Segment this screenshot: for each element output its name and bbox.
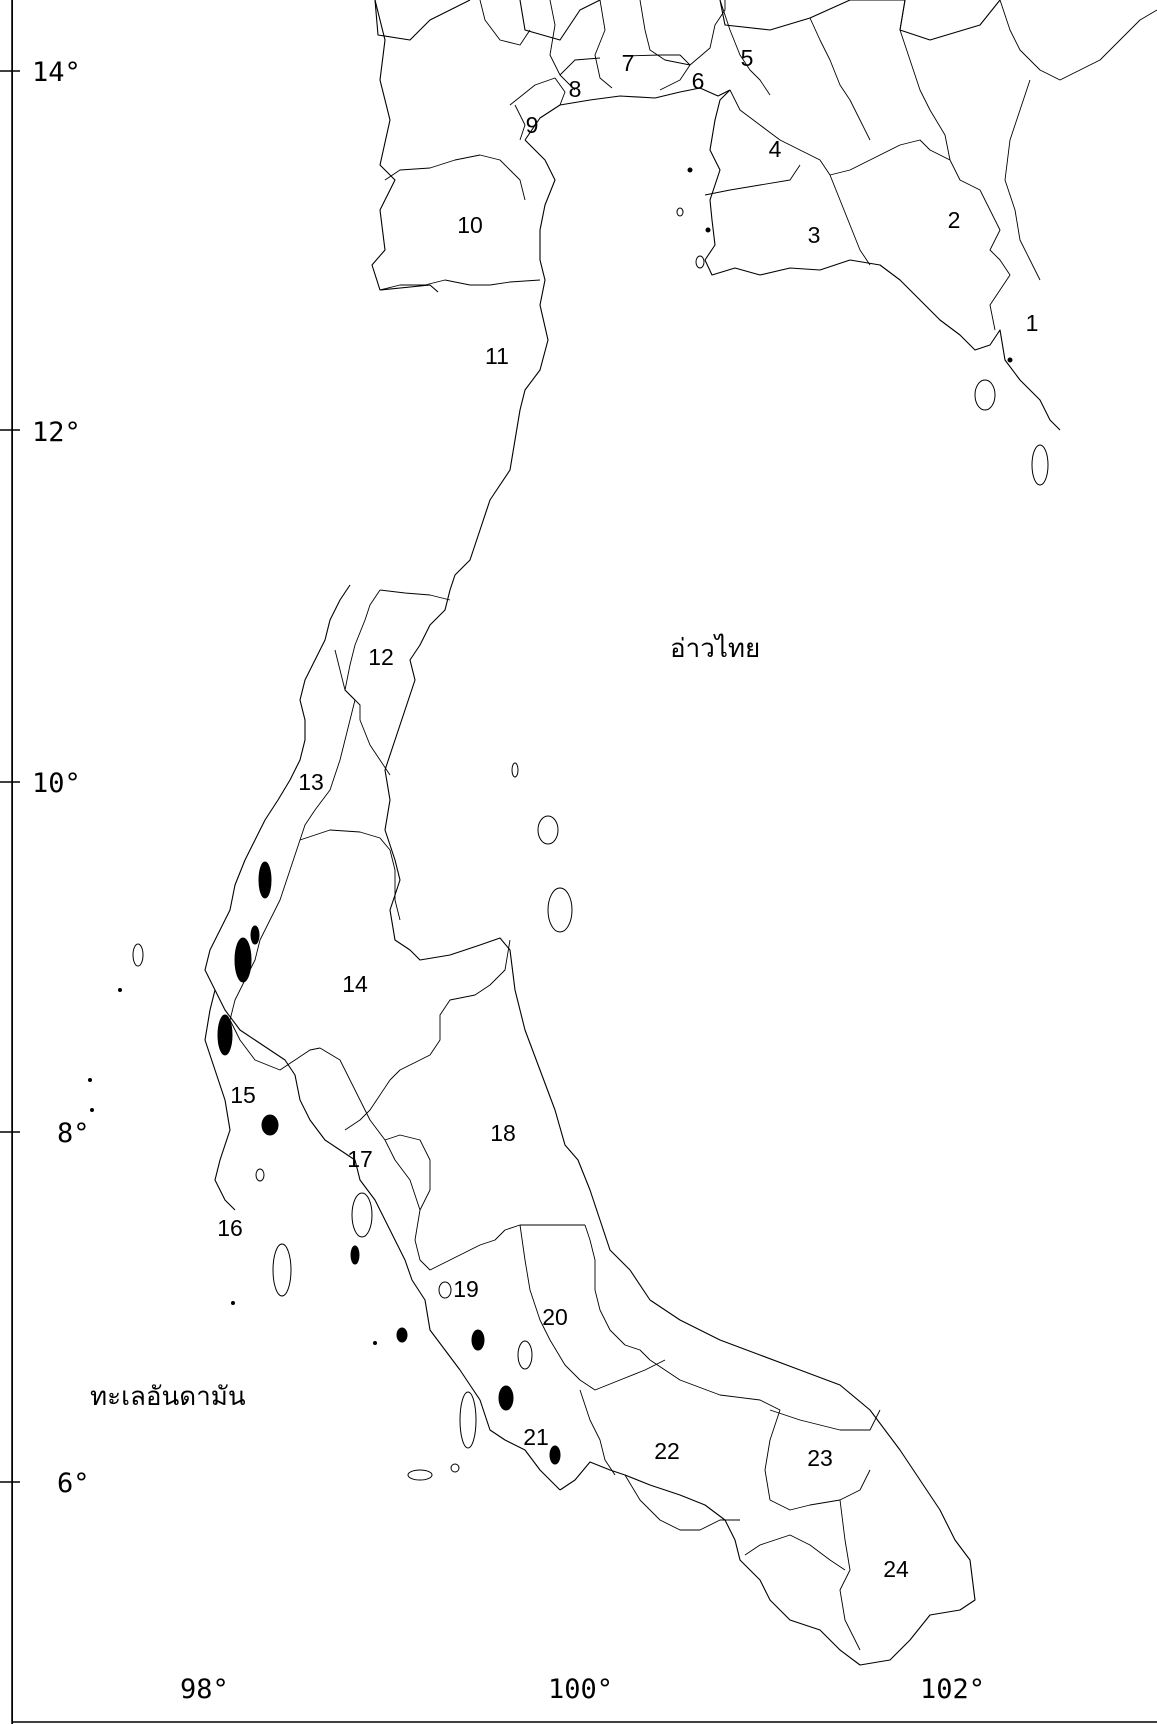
- province-label-6: 6: [692, 68, 705, 94]
- west-border-north: [371, 0, 439, 293]
- lat-label-10: 10°: [32, 768, 81, 799]
- lat-label-8: 8°: [57, 1118, 90, 1149]
- province-label-3: 3: [808, 222, 821, 248]
- province-label-7: 7: [622, 50, 635, 76]
- province-label-12: 12: [368, 644, 394, 670]
- province-label-18: 18: [490, 1120, 516, 1146]
- peninsula-west-coast: [204, 584, 461, 1371]
- province-label-11: 11: [485, 343, 509, 369]
- province-label-10: 10: [457, 212, 483, 238]
- southeast-coast: [559, 1299, 976, 1666]
- province-label-20: 20: [542, 1304, 568, 1330]
- province-label-4: 4: [769, 136, 782, 162]
- lat-label-6: 6°: [57, 1468, 90, 1499]
- lat-label-12: 12°: [32, 417, 81, 448]
- gulf-top-coast: [524, 87, 731, 141]
- province-label-8: 8: [569, 76, 582, 102]
- province-label-16: 16: [217, 1215, 243, 1241]
- southern-border: [459, 1369, 561, 1491]
- coastline: [204, 0, 1061, 1666]
- lon-label-100: 100°: [548, 1674, 613, 1705]
- lat-label-14: 14°: [32, 57, 81, 88]
- lon-label-98: 98°: [180, 1674, 229, 1705]
- province-label-2: 2: [948, 207, 961, 233]
- province-label-14: 14: [342, 971, 368, 997]
- province-label-22: 22: [654, 1438, 680, 1464]
- province-label-19: 19: [453, 1276, 479, 1302]
- province-label-24: 24: [883, 1556, 909, 1582]
- province-label-23: 23: [807, 1445, 833, 1471]
- north-border: [374, 0, 1001, 41]
- province-label-21: 21: [523, 1424, 549, 1450]
- sea-label-andaman-sea: ทะเลอันดามัน: [90, 1382, 246, 1412]
- province-label-15: 15: [230, 1082, 256, 1108]
- province-borders: [229, 0, 1157, 1651]
- province-label-1: 1: [1026, 310, 1039, 336]
- province-label-17: 17: [347, 1146, 373, 1172]
- lon-label-102: 102°: [920, 1674, 985, 1705]
- province-labels: 1 2 3 4 5 6 7 8 9 10 11 12 13 14 15 16 1…: [217, 45, 1038, 1582]
- sea-label-gulf-of-thailand: อ่าวไทย: [670, 633, 760, 664]
- peninsula-east-coast: [384, 139, 651, 1301]
- islands: [88, 167, 1049, 1481]
- province-label-9: 9: [526, 112, 539, 138]
- province-label-5: 5: [741, 45, 754, 71]
- province-label-13: 13: [298, 769, 324, 795]
- east-gulf-coast: [704, 89, 1061, 431]
- south-andaman-coast: [204, 989, 236, 1211]
